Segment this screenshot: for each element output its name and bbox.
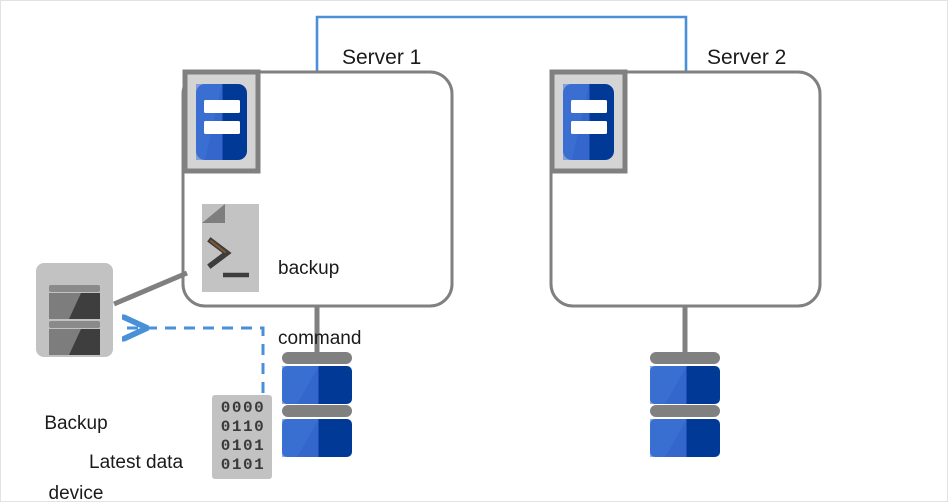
backup-command-line2: command (278, 327, 362, 349)
binary-data-icon (212, 395, 272, 479)
script-file-icon (202, 204, 259, 292)
binary-row-1: 0110 (220, 418, 266, 436)
binary-row-3: 0101 (220, 456, 266, 474)
backup-command-label: backup command (278, 211, 361, 396)
disk-storage-icon (282, 352, 352, 457)
disk-storage-icon (650, 352, 720, 457)
server-pair-bracket (315, 15, 688, 72)
backup-device-link (113, 270, 188, 307)
server1-label: Server 1 (342, 46, 422, 69)
backup-device-label: Backup device (11, 366, 141, 502)
binary-row-0: 0000 (220, 399, 266, 417)
server2-label: Server 2 (707, 46, 787, 69)
server-icon (182, 69, 261, 174)
backup-device-line2: device (48, 482, 104, 502)
binary-row-2: 0101 (220, 437, 266, 455)
latest-data-label: Latest data (89, 452, 184, 473)
backup-device-line1: Backup (44, 413, 108, 435)
server-icon (549, 69, 628, 174)
backup-command-line1: backup (278, 258, 340, 280)
backup-device-icon (36, 263, 113, 357)
latest-data-to-backup-arrow (125, 328, 265, 393)
